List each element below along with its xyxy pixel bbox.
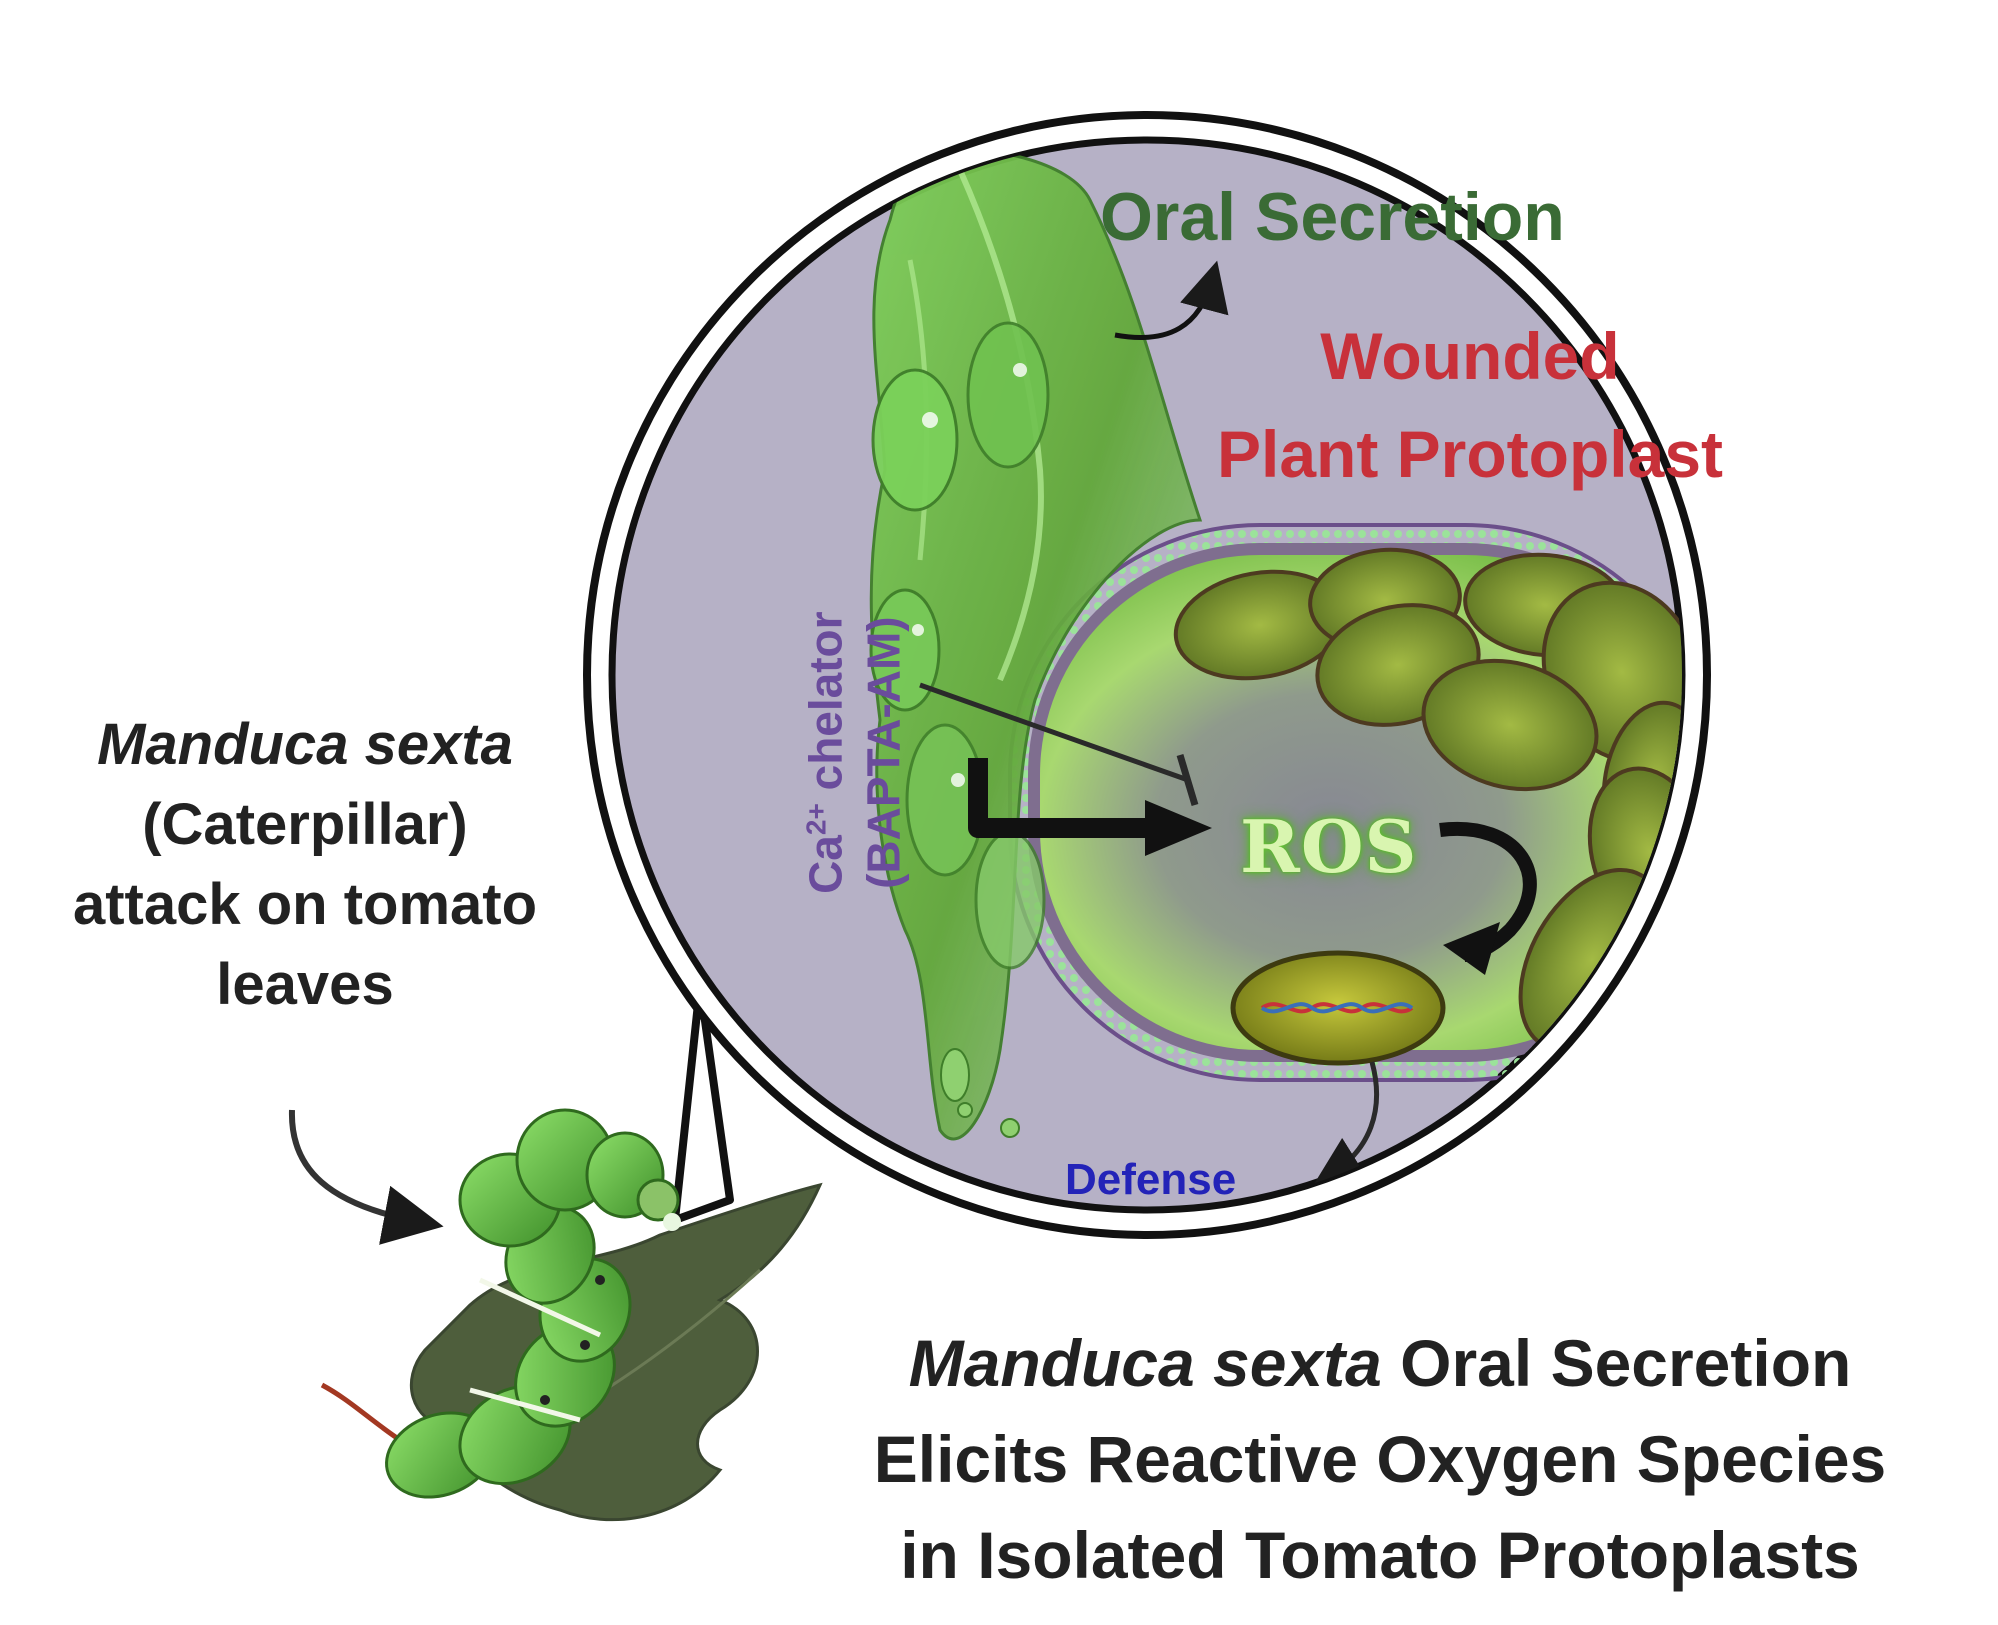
wounded-protoplast-label: Wounded Plant Protoplast xyxy=(1180,307,1760,503)
caption-line-4: leaves xyxy=(216,952,394,1017)
chelator-word: chelator xyxy=(799,611,852,804)
caterpillar xyxy=(320,1108,681,1499)
chelator-label: Ca2+ chelator (BAPTA-AM) xyxy=(787,543,912,963)
wounded-line-2: Plant Protoplast xyxy=(1216,417,1724,491)
curved-arrow xyxy=(1439,821,1537,975)
chelator-agent: (BAPTA-AM) xyxy=(857,616,910,889)
oral-secretion-drips xyxy=(869,147,1203,1141)
caterpillar-caption: Manduca sexta (Caterpillar) attack on to… xyxy=(0,705,610,1025)
title-line-1-rest: Oral Secretion xyxy=(1381,1326,1852,1400)
title-line-3: in Isolated Tomato Protoplasts xyxy=(900,1518,1860,1592)
defense-label: Defense xyxy=(1065,1155,1237,1204)
caption-species: Manduca sexta xyxy=(97,712,513,777)
title-species: Manduca sexta xyxy=(908,1326,1382,1400)
activation-arrow xyxy=(968,758,1212,856)
inhibition-bar xyxy=(919,682,1199,807)
caption-line-2: (Caterpillar) xyxy=(142,792,468,857)
caption-line-3: attack on tomato xyxy=(72,872,538,937)
oral-secretion-arrow xyxy=(1114,260,1229,341)
chloroplast-icon xyxy=(1421,658,1599,792)
chelator-ca: Ca xyxy=(799,835,852,894)
nucleus-icon xyxy=(1230,950,1446,1066)
figure-title: Manduca sexta Oral Secretion Elicits Rea… xyxy=(770,1315,1990,1603)
callout-wedge xyxy=(671,981,734,1224)
defense-arrow xyxy=(1313,1061,1380,1186)
oral-secretion-label: Oral Secretion xyxy=(1100,179,1565,255)
ros-label: ROS xyxy=(1240,804,1418,889)
chelator-charge: 2+ xyxy=(800,803,832,836)
caterpillar-pointer-arrow xyxy=(288,1109,444,1245)
title-line-2: Elicits Reactive Oxygen Species xyxy=(873,1422,1887,1496)
wounded-line-1: Wounded xyxy=(1320,319,1620,393)
